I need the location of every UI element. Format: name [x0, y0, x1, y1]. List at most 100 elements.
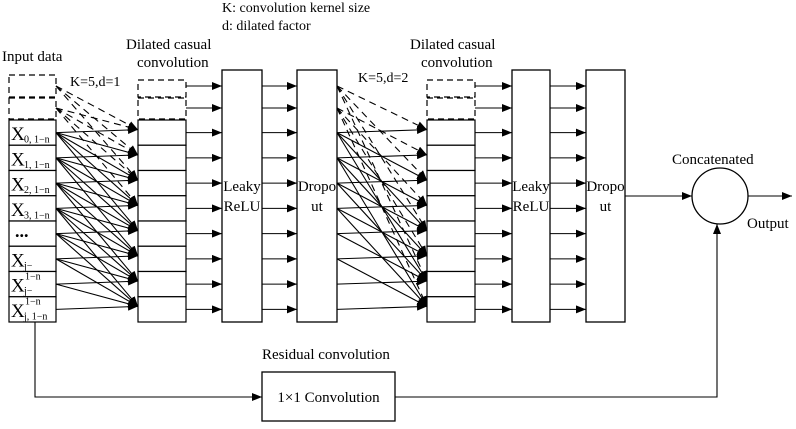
dilated-conv1-connection — [55, 233, 139, 307]
connections — [55, 82, 586, 314]
input-cell-symbol: X — [11, 276, 25, 297]
leaky-relu2-label-line2: ReLU — [513, 199, 550, 215]
conv1-column-cell — [137, 195, 187, 222]
dilated-conv1-connection — [55, 182, 139, 282]
leaky-relu1-label-line1: Leaky — [223, 179, 261, 195]
concatenated-label: Concatenated — [672, 152, 754, 168]
legend-dilation-factor: d: dilated factor — [222, 19, 311, 34]
input-cell-symbol: X — [11, 250, 25, 271]
dilated-conv2-connection — [336, 302, 428, 311]
dilated-conv1-connection — [55, 258, 139, 307]
input-cell-symbol: X — [11, 175, 25, 196]
input-cell-symbol: X — [11, 124, 25, 145]
conv2-column-cell — [426, 245, 476, 273]
conv2-column-cell — [426, 270, 476, 298]
legend-kernel-size: K: convolution kernel size — [222, 1, 370, 16]
conv2-kernel-label: K=5,d=2 — [358, 71, 408, 86]
dilated-conv1-connection — [55, 107, 139, 156]
input-cell-subscript-overflow: 1−n — [25, 271, 41, 282]
input-cell-symbol: X — [11, 200, 25, 221]
dilated-conv2-connection — [336, 258, 428, 307]
dilated-conv2-connection — [336, 208, 428, 307]
dropout1-label-line2: ut — [311, 199, 324, 215]
conv2-column-cell — [426, 296, 476, 323]
input-cell-subscript: j− — [23, 261, 33, 272]
dilated-conv1-connection — [55, 85, 139, 156]
conv1-kernel-label: K=5,d=1 — [70, 75, 120, 90]
dilated-conv1-connection — [55, 302, 139, 311]
dilated-conv1-connection — [55, 125, 139, 134]
conv1-column-cell — [137, 169, 187, 197]
residual-input-path — [34, 322, 262, 401]
conv2-column-cell — [426, 195, 476, 222]
dilated-conv1-connection — [55, 85, 139, 131]
dilated-conv1-connection — [55, 283, 139, 308]
dilated-conv2-connection — [336, 107, 428, 206]
conv1-column-cell — [137, 119, 187, 146]
leaky-relu-block-2 — [511, 69, 551, 323]
residual-title: Residual convolution — [262, 347, 390, 363]
dilated-conv1-connection — [55, 182, 139, 257]
conv1-column-cell — [137, 270, 187, 298]
residual-output-path — [395, 224, 721, 398]
concatenate-node — [691, 167, 749, 225]
leaky-relu1-label-line2: ReLU — [224, 199, 261, 215]
dilated-conv1-connection — [55, 107, 139, 131]
conv1-title-line2: convolution — [137, 55, 209, 71]
dilated-conv1-connection — [55, 107, 139, 206]
input-cell-symbol: X — [11, 149, 25, 170]
dilated-conv1-connection — [55, 157, 139, 232]
conv2-column-cell — [426, 169, 476, 197]
conv2-column-cell — [426, 144, 476, 172]
dilated-conv2-connection — [336, 107, 428, 156]
conv1-column-padding-cell — [137, 79, 187, 98]
conv2-column-cell — [426, 119, 476, 146]
input-cell-subscript: 1, 1−n — [24, 160, 50, 171]
input-cell-subscript: 2, 1−n — [24, 185, 50, 196]
dilated-conv1-connection — [55, 157, 139, 257]
input-cell-subscript-overflow: 1−n — [25, 297, 41, 308]
input-cell-subscript: j− — [23, 286, 33, 297]
input-cell-subscript: j, 1−n — [23, 311, 47, 322]
dropout-block-1 — [296, 69, 338, 323]
dilated-conv1-connection — [55, 208, 139, 307]
dilated-conv2-connection — [336, 107, 428, 307]
conv1-title-line1: Dilated casual — [126, 37, 211, 53]
leaky-relu2-label-line1: Leaky — [512, 179, 550, 195]
input-cell-symbol: ... — [15, 221, 29, 241]
dilated-conv1-connection — [55, 132, 139, 231]
dilated-conv2-connection — [336, 157, 428, 307]
dilated-conv2-connection — [336, 85, 428, 131]
input-column-cell — [8, 270, 57, 298]
conv2-column-padding-cell — [426, 97, 476, 120]
dilated-conv1-connection — [55, 85, 139, 181]
dropout2-label-line2: ut — [600, 199, 613, 215]
input-cell-symbol: X — [11, 301, 25, 322]
tensor-columns — [8, 74, 476, 323]
conv2-title-line2: convolution — [421, 55, 493, 71]
conv1-column-cell — [137, 220, 187, 247]
dropout2-label-line1: Dropo — [586, 179, 624, 195]
dilated-conv2-connection — [336, 85, 428, 231]
input-column-padding-cell — [8, 97, 57, 120]
input-cell-subscript: 0, 1−n — [24, 135, 50, 146]
dilated-conv1-connection — [55, 207, 139, 282]
conv1-column-cell — [137, 296, 187, 323]
output-label: Output — [747, 216, 790, 232]
input-data-title: Input data — [2, 49, 63, 65]
dilated-conv2-connection — [336, 107, 428, 257]
conv1-column-cell — [137, 144, 187, 172]
conv1-column-cell — [137, 245, 187, 273]
input-column-cell — [8, 245, 57, 273]
leaky-relu-block-1 — [221, 69, 263, 323]
input-column-cell — [8, 296, 57, 323]
dilated-conv1-connection — [55, 132, 139, 206]
input-column-padding-cell — [8, 74, 57, 98]
dilated-conv1-connection — [55, 107, 139, 181]
dilated-conv2-connection — [336, 85, 428, 181]
conv2-column-cell — [426, 220, 476, 247]
residual-box-label: 1×1 Convolution — [277, 390, 380, 406]
conv2-title-line1: Dilated casual — [410, 37, 495, 53]
